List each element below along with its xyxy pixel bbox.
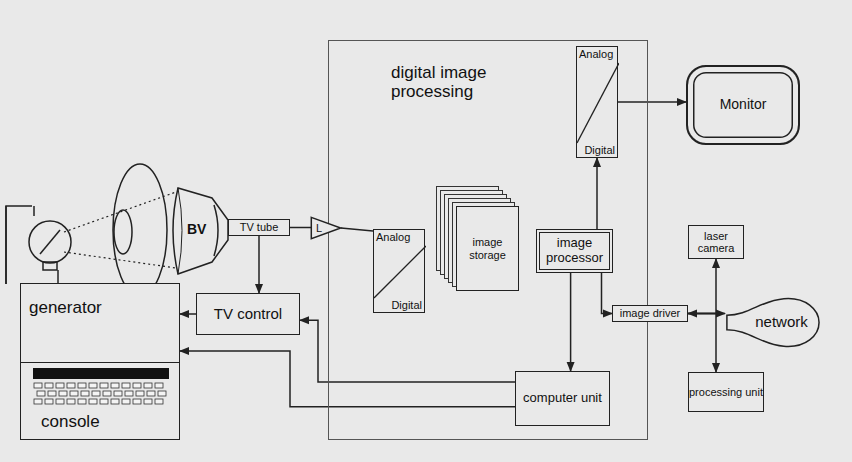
node-label: Digital: [584, 144, 615, 156]
node-label: image processor: [540, 236, 609, 265]
connector: [290, 227, 311, 229]
computer-box: computer unit: [515, 371, 610, 426]
tube-socket: [43, 262, 57, 270]
console-box: console: [20, 362, 180, 440]
node-label: Analog: [579, 48, 613, 60]
node-label: Digital: [391, 299, 422, 311]
keyboard-keys: [29, 367, 173, 407]
tube-box: TV tube: [228, 219, 290, 236]
driver-box: image driver: [612, 305, 688, 322]
connector: [596, 158, 598, 229]
node-label: generator: [29, 298, 102, 317]
node-label: image driver: [620, 307, 681, 319]
node-label: processing unit: [689, 386, 763, 398]
part-label: BV: [187, 221, 206, 237]
intensifier-screen: [214, 205, 218, 256]
beam-line: [64, 192, 176, 268]
connector: [618, 101, 686, 103]
connector: [570, 273, 572, 371]
connector: [688, 259, 716, 314]
connector: [300, 320, 515, 382]
node-label: computer unit: [523, 391, 602, 406]
generator-box: generator: [20, 283, 180, 363]
xray-tube: [29, 221, 71, 263]
control-box: TV control: [196, 293, 300, 335]
node-label: network: [755, 314, 808, 331]
connector: [258, 236, 260, 293]
stand-frame: [6, 206, 32, 284]
tube-cable: [57, 270, 59, 284]
network-bulb: network: [725, 295, 820, 350]
connector: [602, 273, 613, 314]
device-box: processing unit: [688, 372, 764, 412]
anode: [40, 230, 60, 254]
node-label: TV tube: [240, 221, 279, 233]
connector: [341, 228, 373, 231]
connector: [688, 314, 716, 373]
node-label: image storage: [457, 236, 518, 261]
node-label: console: [41, 412, 100, 431]
node-outline: [311, 217, 341, 239]
node-label: laser camera: [689, 230, 743, 255]
image-intensifier: [173, 188, 228, 274]
node-label: L: [316, 222, 322, 234]
processor-box: image processor: [536, 229, 613, 273]
storage-stack: image storage: [456, 206, 519, 291]
processing-region: digital image processingAnalogDigitalAna…: [328, 40, 648, 440]
connector: [180, 351, 515, 407]
converter-box: AnalogDigital: [576, 46, 618, 158]
node-label: Monitor: [720, 97, 767, 113]
intensifier-input: [178, 188, 182, 274]
amplifier-triangle: L: [311, 217, 341, 239]
patient-organ: [114, 210, 132, 254]
device-box: laser camera: [688, 225, 744, 259]
connector: [180, 313, 196, 315]
node-label: Analog: [376, 231, 410, 243]
region-title: digital image processing: [391, 63, 541, 101]
converter-diagonal: [577, 47, 619, 159]
monitor-screen: Monitor: [686, 65, 800, 145]
converter-box: AnalogDigital: [373, 229, 425, 313]
patient-outline: [113, 164, 167, 296]
node-label: TV control: [214, 306, 282, 323]
